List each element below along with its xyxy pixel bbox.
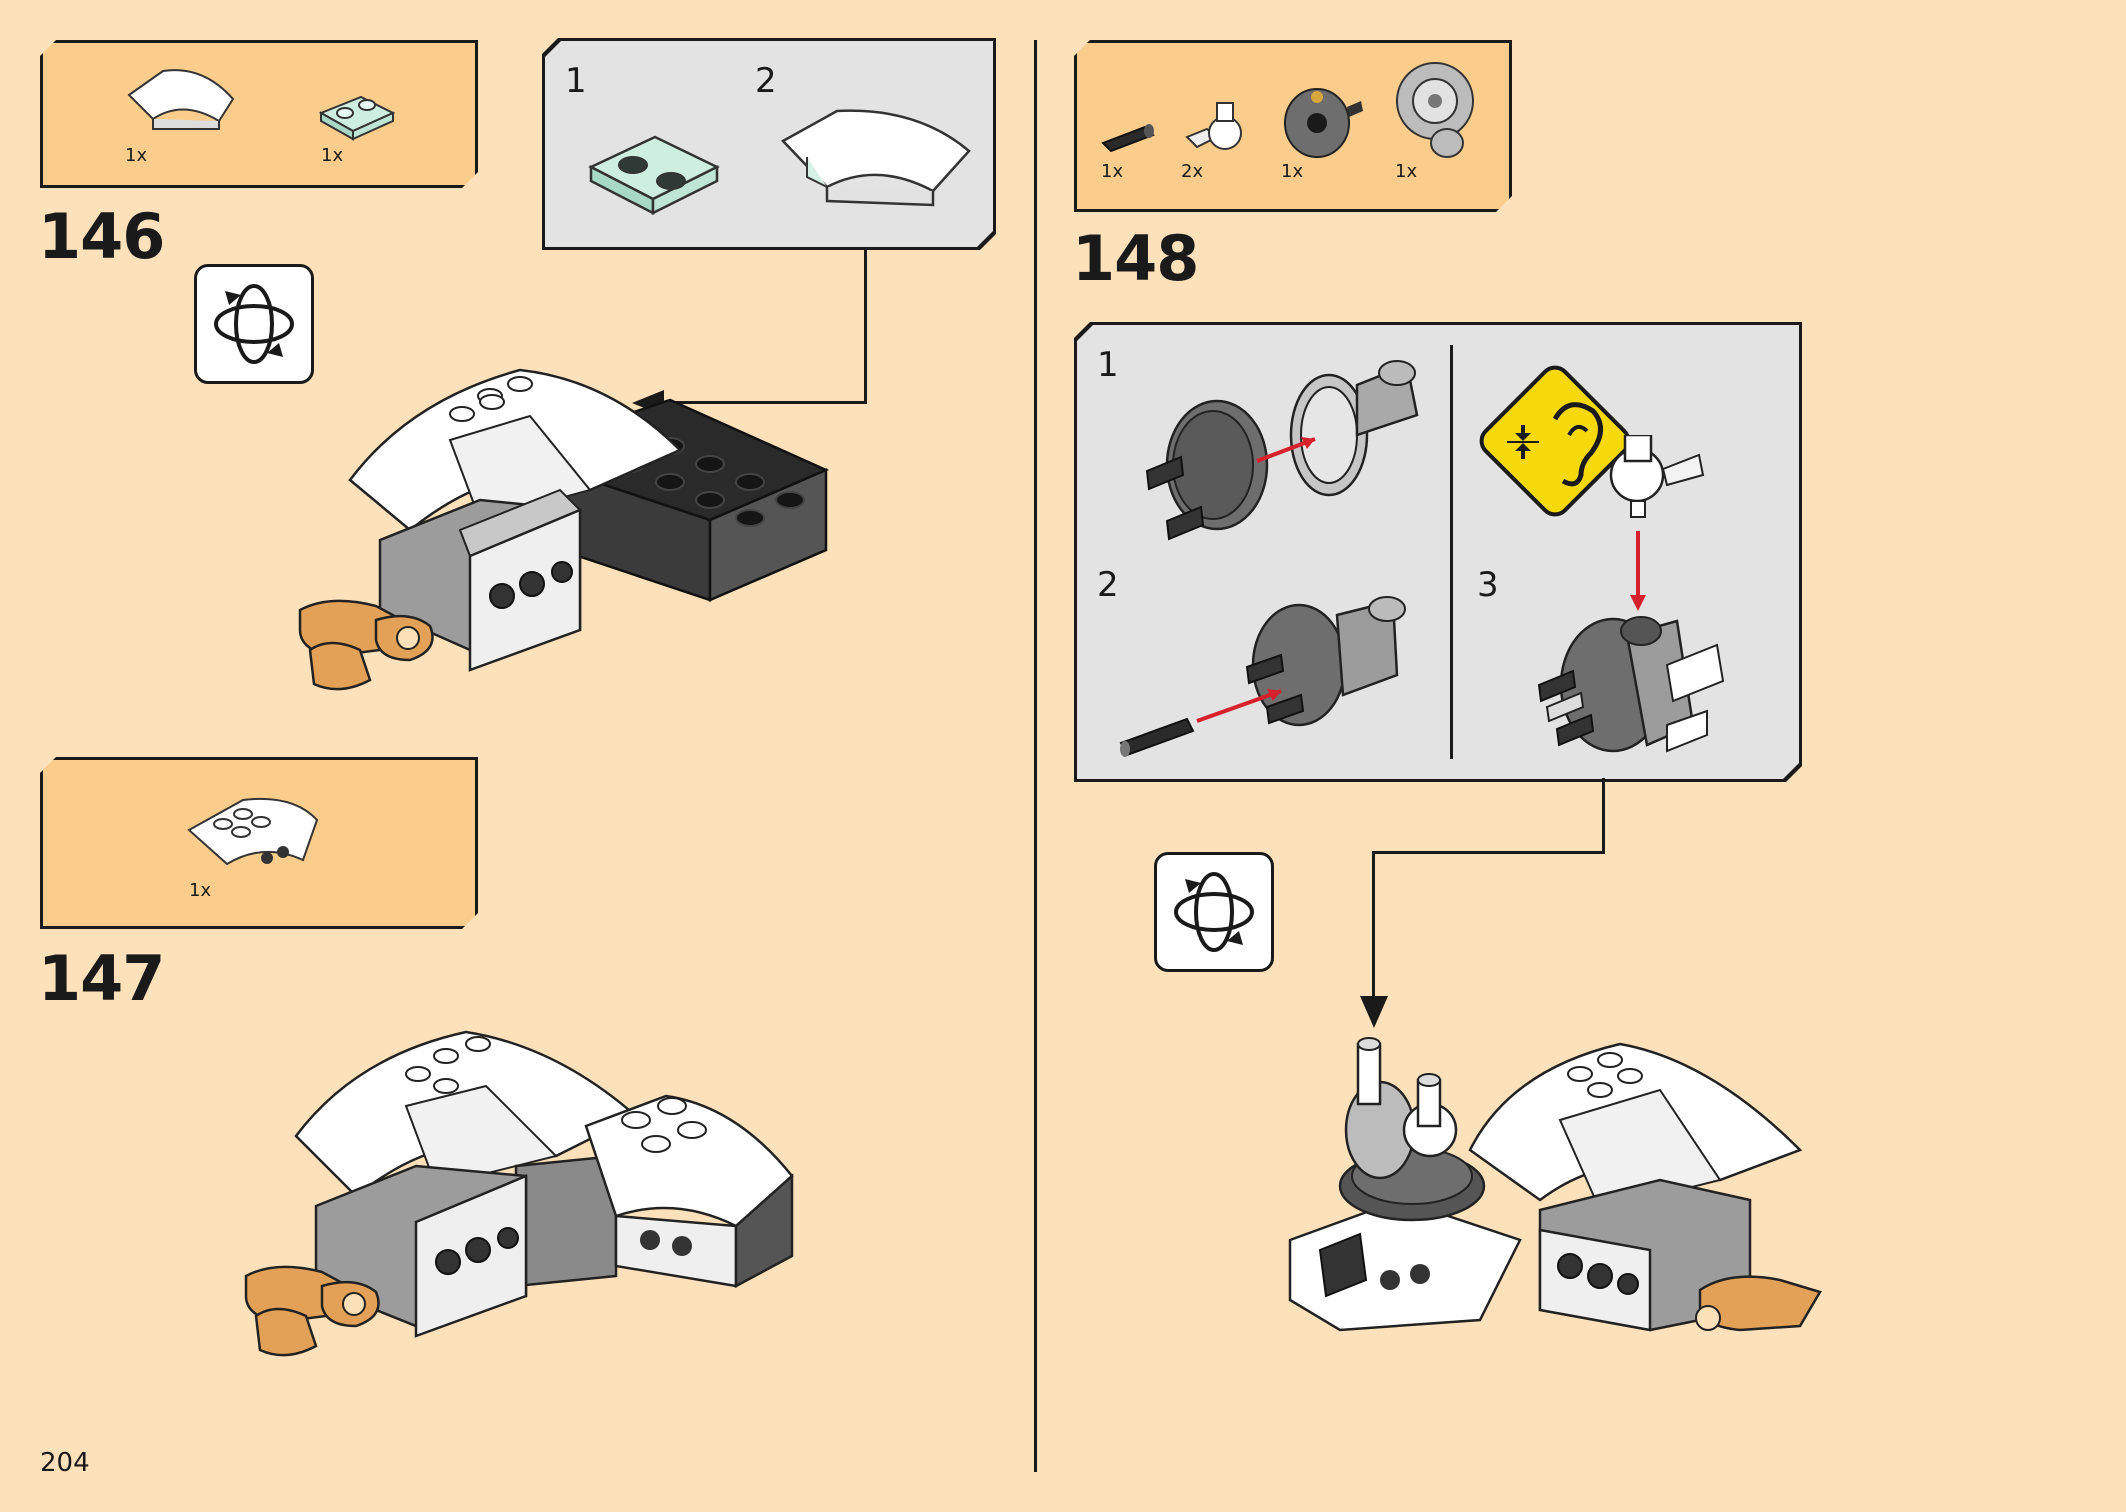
rotate-model-icon [194,264,314,384]
step-number: 148 [1072,222,1199,295]
curved-slope-drawing [777,101,977,221]
rotate-model-icon [1154,852,1274,972]
sub-step-divider [1450,345,1453,759]
dark-gray-hub-icon [1277,77,1367,163]
model-step-147 [244,1030,794,1357]
callout-leader [864,248,867,404]
callout-148: 1 2 3 [1077,325,1799,779]
sub-step-3-drawing [1517,435,1787,775]
part-qty: 1x [1395,161,1418,182]
aqua-plate-drawing [585,121,725,221]
part-qty: 1x [189,880,212,901]
callout-leader [1372,851,1375,1001]
sub-step-2-drawing [1117,575,1437,775]
arrow-head-icon [1360,996,1388,1028]
model-step-148 [1288,1037,1822,1332]
callout-leader [660,401,867,404]
part-qty: 2x [1181,161,1204,182]
page-number: 204 [40,1448,90,1478]
parts-list-146: 1x 1x 1x [40,40,478,188]
part-qty: 1x [125,145,148,166]
white-curved-slope-icon [123,59,243,139]
step-number: 146 [38,200,165,273]
light-gray-rim-icon [1389,57,1489,163]
sub-step-number: 1 [1097,345,1119,385]
sub-step-1-drawing [1117,345,1437,565]
white-ball-joint-icon [1177,93,1257,163]
page-divider [1034,40,1037,1472]
sub-step-number: 1 [565,61,587,101]
listen-for-click-icon [1469,355,1641,527]
callout-leader [1602,778,1605,854]
black-technic-pin-icon [1099,117,1159,157]
part-qty: 1x [1101,161,1124,182]
model-step-146 [298,368,830,691]
callout-leader [1372,851,1605,854]
step-number: 147 [38,942,165,1015]
sub-step-number: 2 [755,61,777,101]
part-qty: 1x [1281,161,1304,182]
part-qty: 1x [321,145,344,166]
parts-list-147: 1x [40,757,478,929]
white-wedge-subassembly-icon [183,780,323,880]
parts-list-148: 1x 2x 1x 1x [1074,40,1512,212]
light-aqua-plate-icon [317,91,397,141]
sub-step-number: 3 [1477,565,1499,605]
sub-step-number: 2 [1097,565,1119,605]
callout-146: 1 2 [545,41,993,247]
